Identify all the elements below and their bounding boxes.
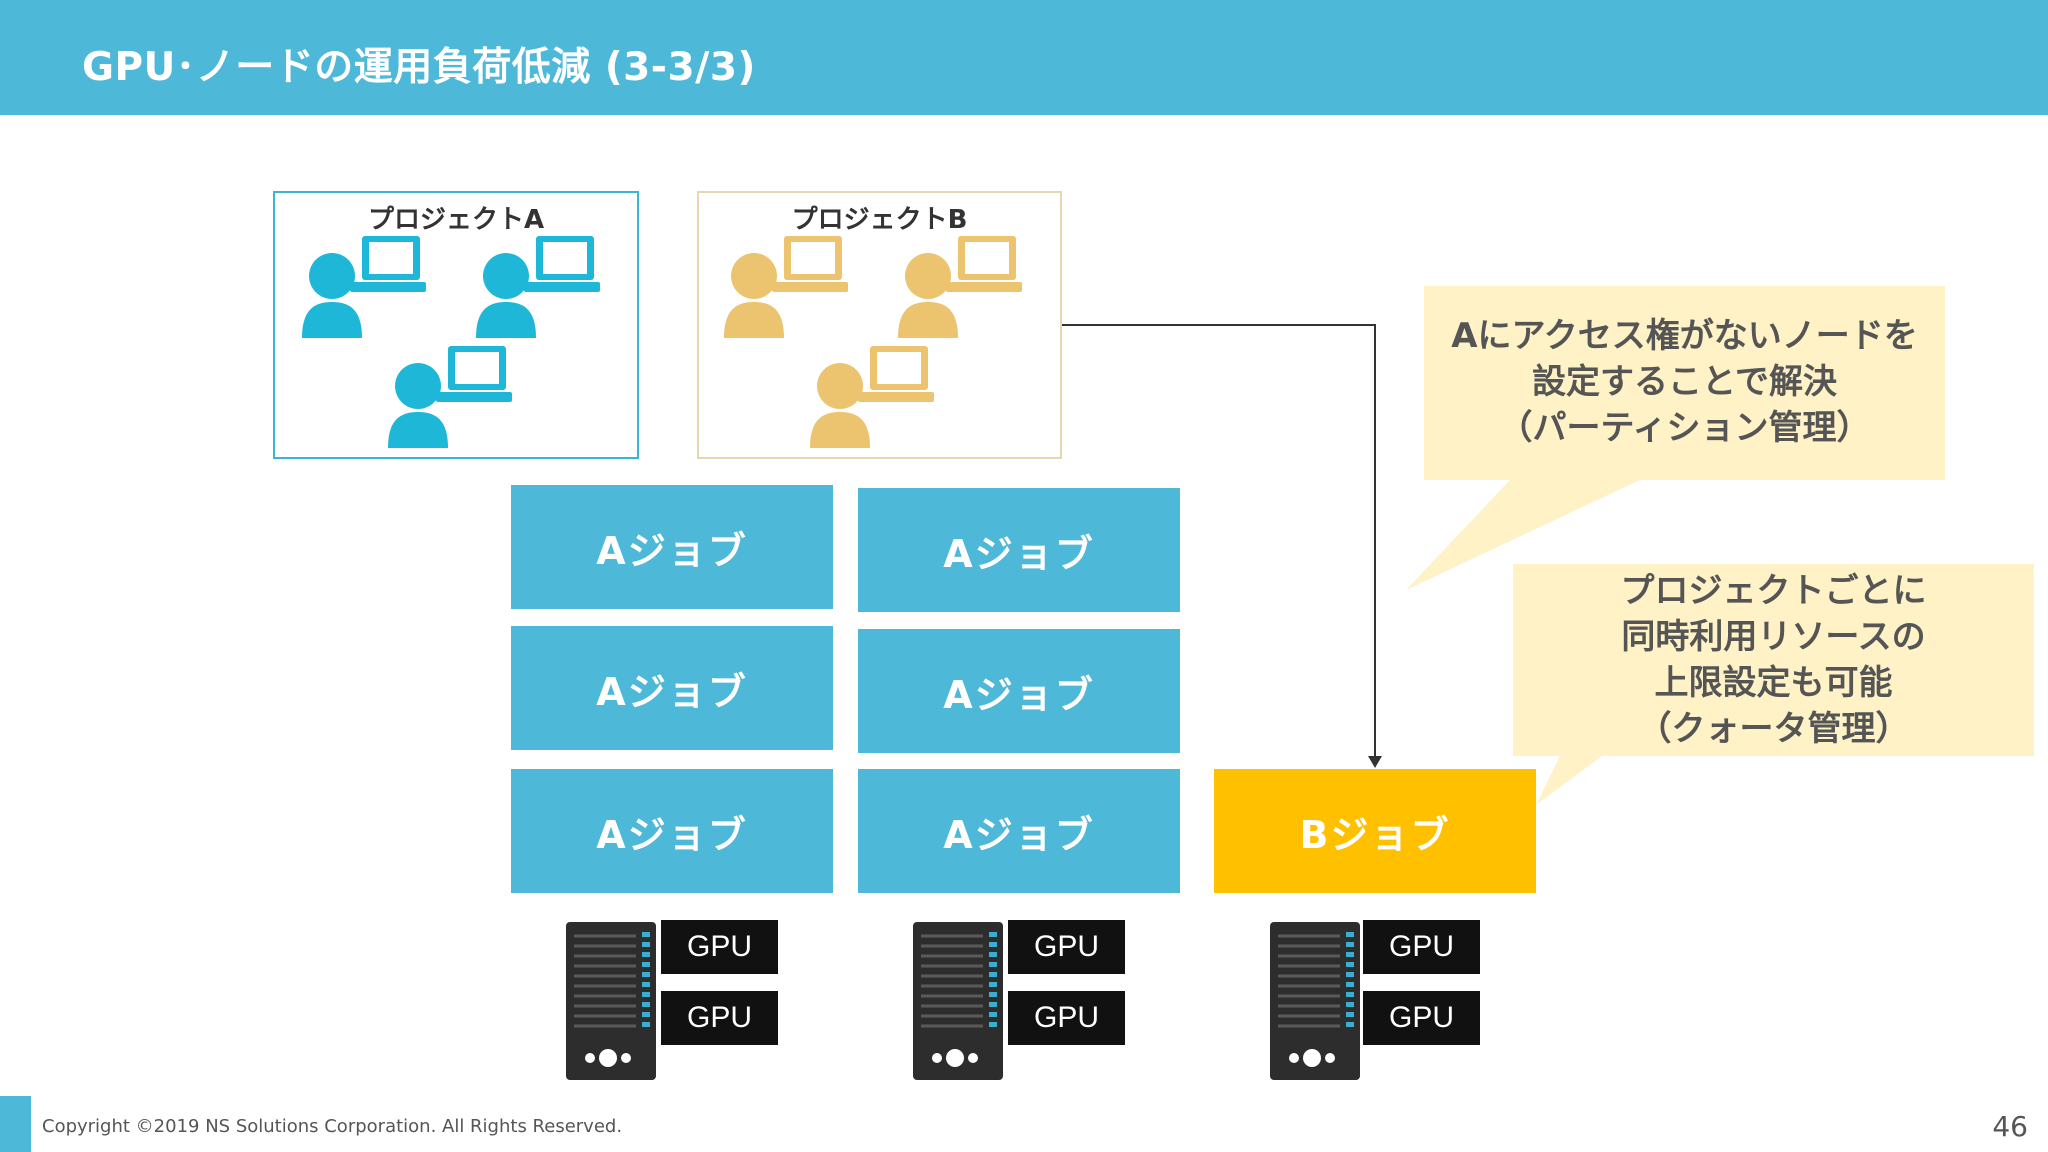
user-laptop-icon (388, 346, 512, 448)
gpu-label: GPU (1363, 991, 1480, 1045)
gpu-label: GPU (661, 920, 778, 974)
user-laptop-icon (810, 346, 934, 448)
callout-line: Aにアクセス権がないノードを (1451, 316, 1918, 356)
callout-line: （パーティション管理） (1498, 408, 1871, 448)
gpu-label: GPU (1008, 991, 1125, 1045)
partition-callout: Aにアクセス権がないノードを 設定することで解決 （パーティション管理） (1424, 313, 1945, 451)
project-b-label: プロジェクトB (791, 205, 968, 235)
gpu-node: GPU GPU (913, 920, 1125, 1090)
copyright: Copyright ©2019 NS Solutions Corporation… (42, 1116, 623, 1137)
page-number: 46 (1992, 1110, 2028, 1143)
callout-line: 上限設定も可能 (1654, 663, 1893, 703)
server-rack-icon (1270, 922, 1360, 1080)
a-job-block: Aジョブ (858, 488, 1180, 612)
user-laptop-icon (476, 236, 600, 338)
gpu-label: GPU (661, 991, 778, 1045)
callout-line: プロジェクトごとに (1620, 571, 1927, 611)
footer-accent (0, 1096, 31, 1152)
title-bar: GPU･ノードの運用負荷低減 (3-3/3) (0, 0, 2048, 115)
page-title: GPU･ノードの運用負荷低減 (3-3/3) (82, 45, 756, 90)
a-job-block: Aジョブ (858, 629, 1180, 753)
a-job-block: Aジョブ (511, 769, 833, 893)
a-job-block: Aジョブ (511, 626, 833, 750)
gpu-node: GPU GPU (1270, 920, 1482, 1090)
quota-callout: プロジェクトごとに 同時利用リソースの 上限設定も可能 （クォータ管理） (1513, 568, 2034, 752)
a-job-block: Aジョブ (511, 485, 833, 609)
callout-line: （クォータ管理） (1637, 709, 1910, 749)
b-job-block: Bジョブ (1214, 769, 1536, 893)
gpu-label: GPU (1363, 920, 1480, 974)
user-laptop-icon (898, 236, 1022, 338)
gpu-label: GPU (1008, 920, 1125, 974)
user-laptop-icon (724, 236, 848, 338)
server-rack-icon (566, 922, 656, 1080)
callout-line: 設定することで解決 (1532, 362, 1837, 402)
gpu-node: GPU GPU (566, 920, 778, 1090)
a-job-block: Aジョブ (858, 769, 1180, 893)
callout-line: 同時利用リソースの (1621, 617, 1926, 657)
project-a-label: プロジェクトA (367, 205, 545, 235)
user-laptop-icon (302, 236, 426, 338)
server-rack-icon (913, 922, 1003, 1080)
